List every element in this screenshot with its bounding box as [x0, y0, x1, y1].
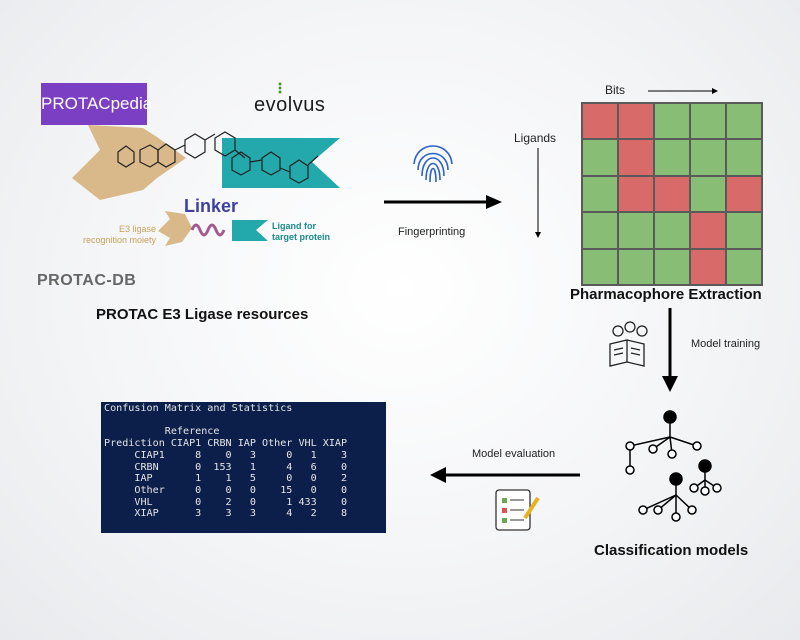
confusion-row: XIAP 3 3 3 4 2 8 [104, 508, 348, 520]
matrix-cell [726, 212, 762, 249]
ligand-small-shape [232, 220, 268, 241]
confusion-columns-line: Prediction CIAP1 CRBN IAP Other VHL XIAP [104, 438, 348, 450]
confusion-reference-line: Reference [104, 426, 220, 438]
matrix-cell [654, 248, 690, 285]
matrix-cell [690, 103, 726, 140]
e3-small-shape [158, 211, 192, 246]
protac-molecule-icon [72, 125, 340, 246]
model-training-arrow [662, 308, 678, 392]
matrix-cell [618, 212, 654, 249]
matrix-cell [690, 212, 726, 249]
bits-label: Bits [605, 83, 626, 97]
matrix-cell [618, 175, 654, 213]
matrix-cell [582, 139, 618, 176]
confusion-header: Confusion Matrix and Statistics [104, 403, 293, 414]
blank-line [104, 415, 383, 427]
matrix-cell [618, 248, 654, 285]
e3-moiety-label: E3 ligase recognition moiety [82, 224, 156, 245]
matrix-cell [582, 103, 618, 140]
matrix-cell [690, 175, 726, 213]
bits-arrow [648, 88, 718, 94]
matrix-cell [618, 103, 654, 140]
matrix-cell [582, 248, 618, 285]
confusion-row: IAP 1 1 5 0 0 2 [104, 473, 348, 485]
matrix-cell [654, 175, 690, 213]
confusion-matrix-terminal: Confusion Matrix and Statistics Referenc… [101, 402, 386, 533]
e3-ligase-shape [72, 125, 186, 200]
matrix-cell [690, 139, 726, 176]
confusion-row: CRBN 0 153 1 4 6 0 [104, 461, 348, 473]
model-evaluation-arrow [430, 467, 580, 483]
target-protein-shape [222, 138, 340, 188]
confusion-row: CIAP1 8 0 3 0 1 3 [104, 449, 348, 461]
evolvus-logo: evolvus [254, 94, 326, 116]
matrix-cell [726, 175, 762, 213]
linker-wave [190, 223, 226, 237]
tree-network-icon [625, 410, 722, 522]
classification-title: Classification models [594, 542, 749, 559]
evolvus-dots [278, 82, 282, 94]
model-evaluation-label: Model evaluation [472, 448, 556, 460]
pharmacophore-matrix [581, 102, 763, 286]
matrix-cell [582, 175, 618, 213]
matrix-cell [726, 139, 762, 176]
matrix-cell [690, 248, 726, 285]
resources-title: PROTAC E3 Ligase resources [96, 306, 309, 323]
matrix-cell [654, 103, 690, 140]
target-ligand-label: Ligand for target protein [272, 221, 331, 242]
confusion-rows: CIAP1 8 0 3 0 1 3 CRBN 0 153 1 4 6 0 IAP… [104, 450, 383, 520]
pharmacophore-title: Pharmacophore Extraction [570, 286, 762, 303]
confusion-row: VHL 0 2 0 1 433 0 [104, 496, 348, 508]
ligands-label: Ligands [514, 131, 557, 145]
matrix-cell [582, 212, 618, 249]
fingerprinting-arrow [384, 195, 502, 209]
matrix-cell [654, 139, 690, 176]
fingerprint-icon [413, 145, 453, 183]
protacpedia-logo: PROTACpedia [41, 83, 152, 125]
checklist-icon [495, 489, 540, 531]
protacdb-logo: PROTAC-DB [37, 272, 137, 289]
matrix-cell [654, 212, 690, 249]
model-training-label: Model training [691, 338, 761, 350]
matrix-cell [618, 139, 654, 176]
fingerprinting-label: Fingerprinting [398, 226, 466, 238]
gears-book-icon [609, 321, 648, 367]
matrix-cell [726, 248, 762, 285]
confusion-row: Other 0 0 0 15 0 0 [104, 484, 348, 496]
linker-label: Linker [184, 196, 239, 216]
ligands-arrow [535, 148, 541, 238]
matrix-cell [726, 103, 762, 140]
